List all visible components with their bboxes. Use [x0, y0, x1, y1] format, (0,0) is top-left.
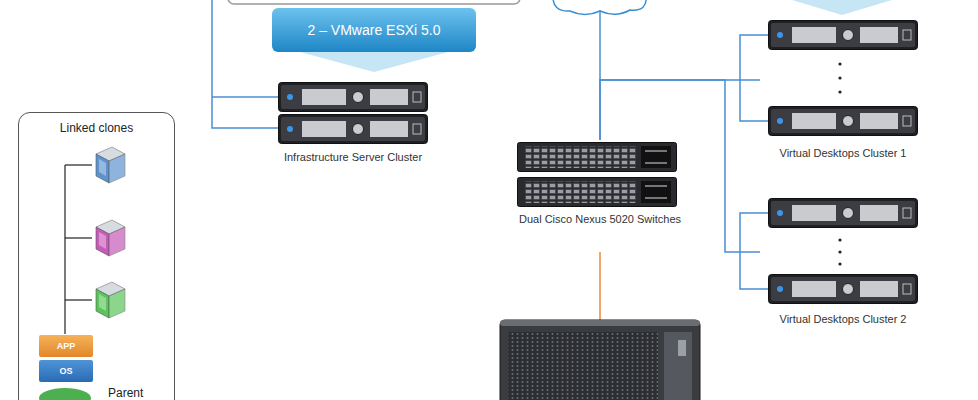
network-link [600, 80, 760, 252]
clone-tree [65, 165, 92, 334]
group-box: Linked clonesAPP OS [18, 112, 175, 400]
switch [518, 178, 677, 207]
stack-layer: OS [39, 360, 93, 382]
switch-pair: Dual Cisco Nexus 5020 Switches [510, 140, 690, 226]
switch [518, 143, 677, 172]
server [769, 199, 918, 228]
network-wire [212, 0, 768, 289]
server [279, 83, 428, 112]
node-text: Linked clones [19, 121, 174, 135]
node-text: Dual Cisco Nexus 5020 Switches [510, 212, 690, 226]
storage-link [599, 252, 601, 320]
server-cluster: Virtual Desktops Cluster 1 [760, 16, 926, 160]
node-text: 2 – VMware ESXi 5.0 [307, 22, 440, 38]
ellipsis-dots [838, 62, 841, 265]
banner-pointer [300, 52, 448, 72]
server-cluster: Virtual Desktops Cluster 2 [760, 196, 926, 326]
node-text: OS [59, 366, 72, 376]
node-text: Virtual Desktops Cluster 2 [760, 312, 926, 326]
server [279, 115, 428, 144]
banner-pointer [792, 0, 892, 15]
title-banner: 2 – VMware ESXi 5.0 [272, 8, 476, 52]
part-label: Parent [108, 386, 143, 400]
top-frame [228, 0, 520, 4]
server [769, 275, 918, 304]
node-text: Virtual Desktops Cluster 1 [760, 146, 926, 160]
vm-icon [96, 220, 125, 256]
vm-icon [96, 282, 125, 318]
server [769, 107, 918, 136]
server-cluster: Infrastructure Server Cluster [268, 78, 438, 164]
server [769, 21, 918, 50]
vm-icon [96, 147, 125, 183]
node-text: Infrastructure Server Cluster [268, 150, 438, 164]
node-text: APP [57, 341, 76, 351]
storage-array [500, 320, 700, 400]
parent-disk [39, 388, 91, 400]
network-link [600, 80, 760, 140]
stack-layer: APP [39, 335, 93, 357]
